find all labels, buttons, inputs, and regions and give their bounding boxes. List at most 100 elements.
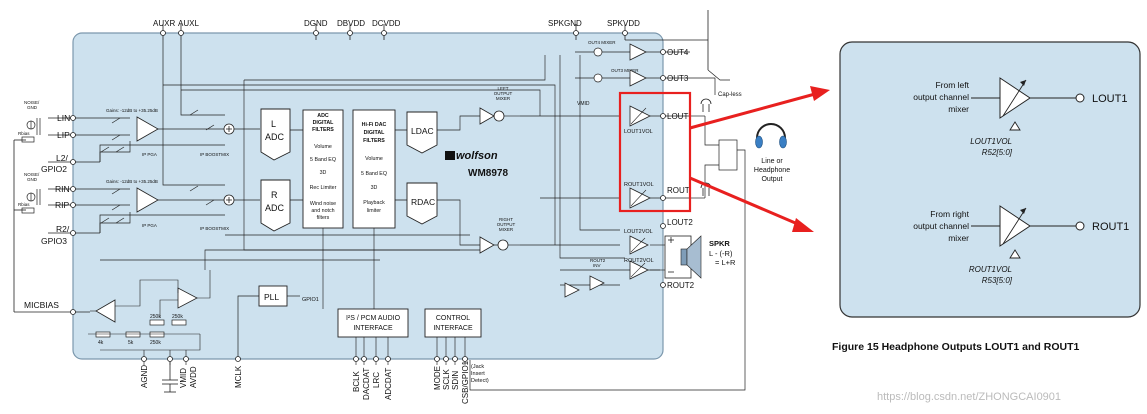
left-input-wiring (13, 117, 130, 313)
speaker-icon (664, 235, 702, 279)
pin-dgnd: DGND (304, 19, 328, 28)
rbias-r: Rbias (18, 202, 30, 207)
jack-note: (Jack Insert Detect) (471, 364, 489, 384)
rout2inv-1: ROUT2 (590, 258, 606, 263)
left-output-mixer (493, 110, 505, 122)
brand-name: wolfson (456, 150, 498, 162)
pin-r2: R2/ (56, 224, 70, 234)
svg-text:250k: 250k (172, 314, 183, 320)
ctrl-2: INTERFACE (433, 325, 473, 332)
wolfson-logo: wolfson WM8978 (445, 150, 508, 179)
pin-agnd: AGND (140, 365, 149, 388)
dac-f-7: Playback (363, 200, 385, 206)
svg-text:Detect): Detect) (471, 378, 489, 384)
pin-rin: RIN (55, 184, 70, 194)
ip-pga-l: IP PGA (142, 152, 157, 157)
ip-pga-r: IP PGA (142, 223, 157, 228)
detail-left-vol: LOUT1VOL R52[5:0] (970, 137, 1013, 157)
pin-dacdat: DACDAT (362, 368, 371, 400)
svg-text:L - (-R): L - (-R) (709, 249, 733, 258)
mic-l-note-1: NOISE/ (24, 100, 40, 105)
pin-vmid: VMID (179, 368, 188, 388)
adc-input-lines (234, 128, 260, 201)
adc-f-8: Wind noise (310, 201, 336, 207)
out4-buffer (629, 43, 647, 61)
resistor-chain (95, 319, 187, 338)
top-pin-dots (160, 30, 628, 36)
right-pin-dots (660, 49, 666, 288)
pin-lin: LIN (57, 113, 70, 123)
svg-text:Headphone: Headphone (754, 167, 790, 174)
pin-csb-gpio1: CSB/GPIO1 (461, 360, 470, 404)
extra-buffer (564, 282, 580, 298)
svg-text:5k: 5k (128, 340, 134, 346)
pin-dbvdd: DBVDD (337, 19, 365, 28)
rmix-pre-buffer (479, 236, 495, 254)
pll-gpio: GPIO1 (302, 297, 319, 303)
highlight-box (618, 91, 692, 213)
lout2-buffer (629, 235, 649, 255)
bottom-pin-labels: AGND VMID AVDD MCLK BCLK DACDAT LRC ADCD… (140, 360, 470, 404)
from-right-1: From right (930, 209, 969, 219)
out-mixers (593, 47, 603, 83)
pin-rout2: ROUT2 (667, 281, 695, 290)
pin-adcdat: ADCDAT (384, 368, 393, 400)
highlight-arrows (689, 86, 830, 232)
pin-sdin: SDIN (451, 371, 460, 390)
svg-text:ROUT1VOL: ROUT1VOL (969, 265, 1012, 274)
control-box (424, 308, 482, 338)
svg-text:Output: Output (761, 176, 782, 183)
detail-right-vol: ROUT1VOL R53[5:0] (969, 265, 1013, 285)
pin-spkvdd: SPKVDD (607, 19, 640, 28)
adc-filters-text: ADC DIGITAL FILTERS Volume 5 Band EQ 3D … (310, 113, 337, 221)
svg-text:250k: 250k (150, 340, 161, 346)
input-switches (100, 109, 215, 224)
from-right-3: mixer (948, 233, 969, 243)
pga-blocks (136, 116, 159, 213)
boostmix-l: IP BOOSTMIX (200, 152, 229, 157)
right-output-mixer-label: RIGHT OUTPUT MIXER (497, 217, 516, 232)
out3-buffer (629, 69, 647, 87)
i2s-2: INTERFACE (353, 325, 393, 332)
svg-text:= L+R: = L+R (715, 258, 736, 267)
pin-spkgnd: SPKGND (548, 19, 582, 28)
input-routing (99, 40, 225, 233)
pin-auxl: AUXL (178, 19, 199, 28)
figure-caption: Figure 15 Headphone Outputs LOUT1 and RO… (832, 341, 1080, 353)
ldac-shape (406, 111, 438, 154)
pin-out4: OUT4 (667, 48, 689, 57)
watermark: https://blog.csdn.net/ZHONGCAI0901 (877, 391, 1061, 403)
dac-blocks (406, 111, 438, 225)
adc-f-7: Rec Limiter (310, 185, 337, 191)
pll-label: PLL (264, 292, 279, 302)
adc-f-1: ADC (317, 113, 329, 119)
cap-less: Cap-less (718, 92, 742, 98)
out3-mixer-sum (593, 73, 603, 83)
line-or-hp-label: Line or Headphone Output (754, 158, 790, 183)
svg-text:RIGHT: RIGHT (499, 217, 513, 222)
vmid-label: VMID (577, 101, 590, 107)
svg-text:R52[5:0]: R52[5:0] (982, 148, 1013, 157)
dac-filters-text: Hi-Fi DAC DIGITAL FILTERS Volume 5 Band … (361, 122, 387, 214)
detail-rout1-pin: ROUT1 (1092, 221, 1129, 233)
svg-text:Insert: Insert (471, 371, 485, 377)
pin-avdd: AVDD (189, 366, 198, 388)
out4-mixer-sum (593, 47, 603, 57)
rout2-inv-buffer (589, 275, 605, 291)
pin-lip: LIP (57, 130, 70, 140)
detail-lout1-pin: LOUT1 (1092, 93, 1127, 105)
rout1-buffer (629, 187, 651, 209)
pll-wiring (237, 295, 300, 360)
svg-text:Line or: Line or (761, 158, 783, 165)
lout1vol-label: LOUT1VOL (624, 129, 653, 135)
resistor-labels: 4k 5k 250k 250k 250k (98, 314, 183, 346)
detail-right-text: From right output channel mixer (913, 209, 969, 243)
from-left-1: From left (935, 80, 969, 90)
part-number: WM8978 (468, 168, 508, 179)
pin-bclk: BCLK (352, 370, 361, 392)
from-left-2: output channel (913, 92, 969, 102)
detail-left-amp (971, 77, 1085, 131)
output-buffers (479, 43, 651, 298)
